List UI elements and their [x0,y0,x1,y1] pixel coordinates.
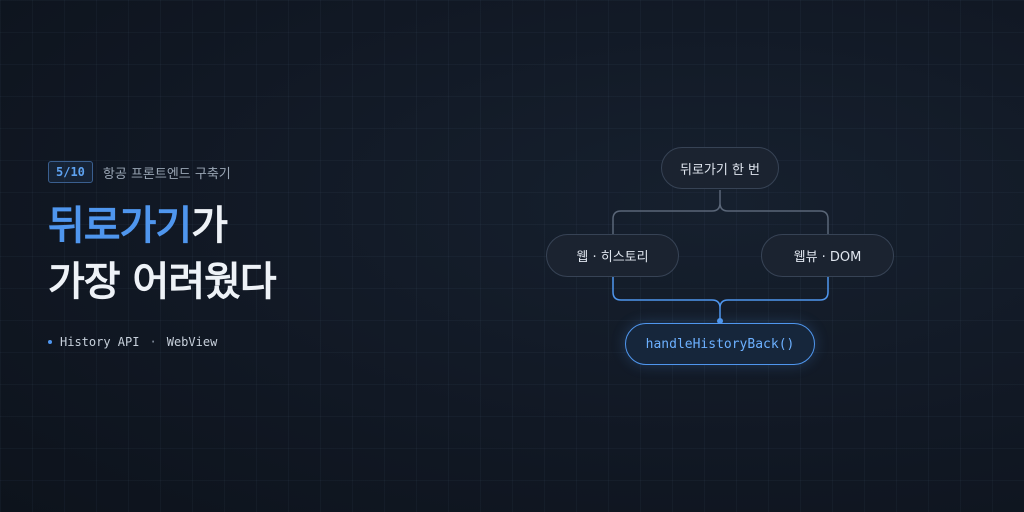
title-accent: 뒤로가기 [48,203,192,249]
tag-webview: WebView [166,335,218,349]
node-back-once-label: 뒤로가기 한 번 [679,162,761,178]
node-handle-history-back: handleHistoryBack() [625,323,815,365]
tag-history-api: History API [60,335,140,349]
node-web-history-label: 웹 · 히스토리 [576,250,649,265]
node-webview-dom: 웹뷰 · DOM [761,234,894,277]
node-webview-dom-label: 웹뷰 · DOM [793,250,862,265]
node-back-once: 뒤로가기 한 번 [661,147,779,189]
connector-top-split [612,190,829,234]
node-web-history: 웹 · 히스토리 [546,234,679,277]
episode-badge: 5/10 [48,161,93,183]
tag-separator: · [149,335,157,349]
series-header: 5/10 항공 프론트엔드 구축기 [48,161,231,183]
bullet-dot-icon [48,340,52,344]
title-line-1: 뒤로가기가 [48,198,276,254]
junction-dot [717,318,723,324]
title-panel: 5/10 항공 프론트엔드 구축기 뒤로가기가 가장 어려웠다 History … [48,0,488,512]
title-rest: 가 [191,203,228,249]
node-handle-history-back-label: handleHistoryBack() [645,336,795,352]
page-title: 뒤로가기가 가장 어려웠다 [48,198,277,310]
series-title: 항공 프론트엔드 구축기 [102,166,231,182]
title-line-2: 가장 어려웠다 [48,259,277,305]
tag-list: History API · WebView [48,335,217,349]
connector-bottom-merge [612,277,829,322]
